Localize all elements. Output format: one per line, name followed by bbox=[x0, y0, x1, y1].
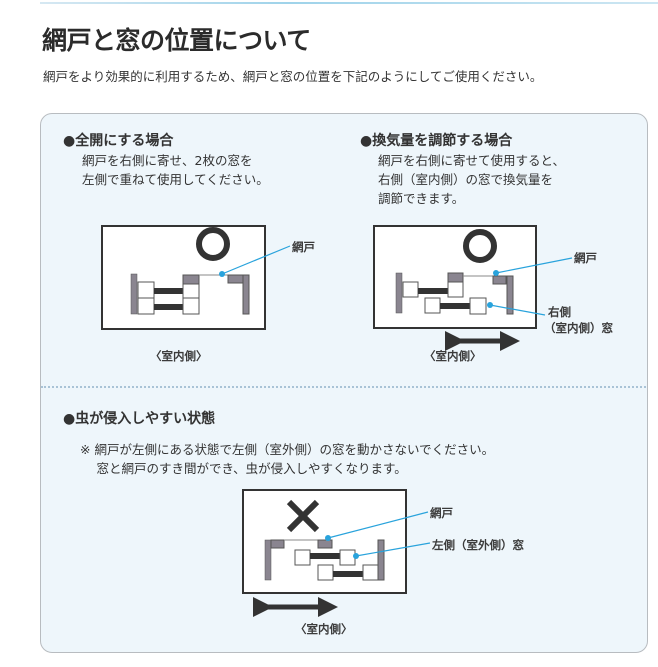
label-screen: 網戸 bbox=[430, 506, 453, 520]
label-screen: 網戸 bbox=[292, 240, 315, 254]
label-window: 左側（室外側）窓 bbox=[432, 538, 524, 552]
top-rule bbox=[40, 2, 658, 4]
section-text-line: 右側（室内側）の窓で換気量を bbox=[378, 172, 554, 187]
ok-circle-icon bbox=[463, 229, 497, 263]
label-window: （室内側）窓 bbox=[544, 321, 613, 335]
section-heading-full-open: ●全開にする場合 bbox=[63, 133, 174, 149]
section-text-line: 網戸を右側に寄せ、2枚の窓を bbox=[82, 153, 253, 168]
ok-circle-icon bbox=[196, 227, 230, 261]
diagram-full-open bbox=[101, 225, 291, 330]
label-window: 右側 bbox=[548, 305, 571, 319]
label-screen: 網戸 bbox=[574, 251, 597, 265]
ng-cross-icon bbox=[286, 499, 320, 533]
section-text-line: ※ 網戸が左側にある状態で左側（室外側）の窓を動かさないでください。 bbox=[80, 442, 495, 457]
label-indoor: 〈室内側〉 bbox=[295, 622, 353, 636]
label-indoor: 〈室内側〉 bbox=[424, 349, 482, 363]
section-text-line: 左側で重ねて使用してください。 bbox=[82, 172, 269, 187]
dotted-divider bbox=[41, 386, 646, 388]
section-heading-insects: ●虫が侵入しやすい状態 bbox=[63, 411, 216, 427]
section-text-line: 網戸を右側に寄せて使用すると、 bbox=[378, 153, 566, 168]
section-text-line: 窓と網戸のすき間ができ、虫が侵入しやすくなります。 bbox=[80, 461, 407, 476]
diagram-ventilation bbox=[373, 225, 573, 351]
intro-text: 網戸をより効果的に利用するため、網戸と窓の位置を下記のようにしてご使用ください。 bbox=[43, 69, 543, 84]
label-indoor: 〈室内側〉 bbox=[150, 349, 208, 363]
section-heading-ventilation: ●換気量を調節する場合 bbox=[360, 133, 513, 149]
section-text-line: 調節できます。 bbox=[378, 191, 465, 206]
page-title: 網戸と窓の位置について bbox=[42, 26, 311, 55]
diagram-insects bbox=[242, 489, 431, 617]
